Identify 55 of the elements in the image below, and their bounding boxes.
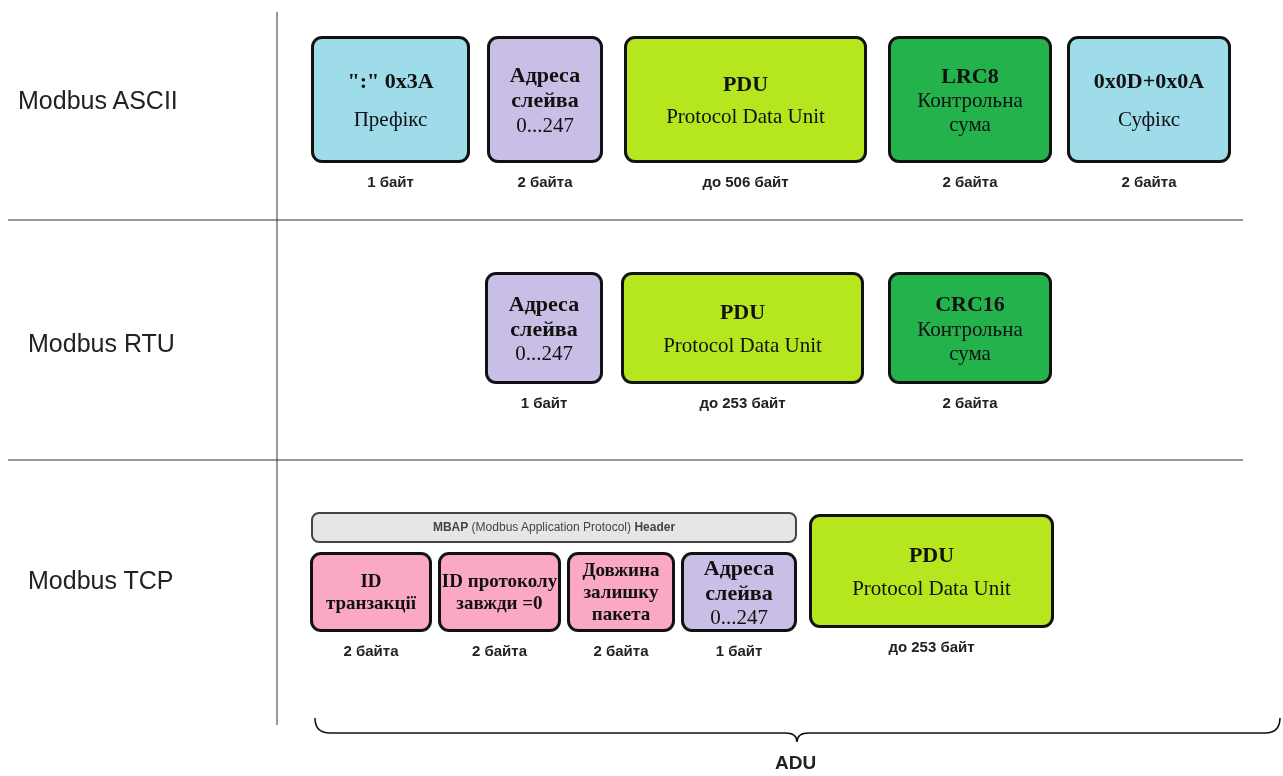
pdu-box (624, 36, 867, 163)
frame-field-box (311, 36, 470, 163)
brace-label: ADU (775, 752, 817, 774)
field-title: Адреса слейва (702, 554, 776, 606)
field-title: PDU (719, 299, 766, 325)
field-description: 0...247 (516, 112, 574, 137)
byte-size: 2 байта (1120, 173, 1178, 190)
byte-size: 2 байта (592, 642, 650, 659)
field-description: 0...247 (710, 605, 768, 630)
header-field-box (438, 552, 561, 632)
byte-size: 1 байт (519, 394, 569, 411)
field-title: Адреса слейва (508, 62, 582, 113)
row-label: Modbus ASCII (18, 86, 178, 115)
field-title: Довжина залишку пакета (581, 559, 661, 625)
byte-size: до 253 байт (698, 394, 787, 411)
field-title: Адреса слейва (507, 290, 581, 342)
field-description: Protocol Data Unit (852, 575, 1011, 600)
field-title: ID протоколу завжди =0 (441, 570, 558, 614)
field-description: Контрольна сума (916, 316, 1024, 365)
field-title: ID транзакції (324, 570, 418, 614)
address-field-box (487, 36, 603, 163)
field-description: Контрольна сума (916, 88, 1024, 137)
field-description: Protocol Data Unit (663, 332, 822, 357)
frame-field-box (1067, 36, 1231, 163)
header-bar (311, 512, 797, 543)
header-field-box (567, 552, 675, 632)
field-title: PDU (722, 70, 769, 97)
byte-size: до 506 байт (701, 173, 790, 190)
row-label: Modbus RTU (28, 329, 175, 358)
byte-size: 2 байта (941, 173, 999, 190)
byte-size: 2 байта (342, 642, 400, 659)
byte-size: до 253 байт (887, 638, 976, 655)
field-title: ":" 0x3A (347, 67, 434, 94)
field-description: Суфікс (1118, 107, 1180, 132)
field-description: Protocol Data Unit (666, 104, 825, 129)
pdu-box (809, 514, 1054, 628)
pdu-box (621, 272, 864, 384)
field-title: LRC8 (941, 62, 999, 88)
byte-size: 2 байта (516, 173, 574, 190)
byte-size: 2 байта (941, 394, 999, 411)
field-title: 0x0D+0x0A (1093, 67, 1205, 94)
field-title: PDU (908, 542, 955, 568)
address-field-box (485, 272, 603, 384)
checksum-box (888, 36, 1052, 163)
field-description: Префікс (353, 107, 428, 132)
byte-size: 1 байт (366, 173, 415, 190)
byte-size: 1 байт (714, 642, 764, 659)
byte-size: 2 байта (471, 642, 528, 659)
checksum-box (888, 272, 1052, 384)
address-field-box (681, 552, 797, 632)
field-title: CRC16 (935, 291, 1005, 317)
field-description: 0...247 (515, 341, 573, 366)
header-title: MBAP (Modbus Application Protocol) Header (432, 520, 676, 535)
row-label: Modbus TCP (28, 566, 174, 595)
header-field-box (310, 552, 432, 632)
